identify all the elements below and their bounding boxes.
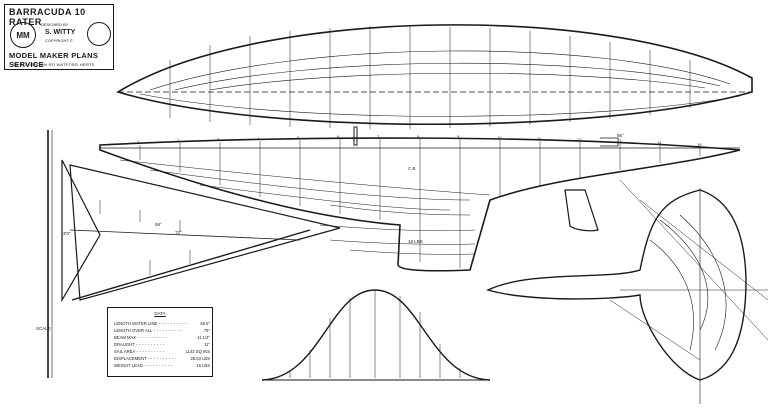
station-number: 6: [337, 134, 340, 139]
station-number: 13: [617, 138, 622, 143]
scale-note-label: SCALE: [36, 326, 51, 331]
data-row: SAIL AREA 1143 SQ INS: [114, 348, 210, 355]
company-address: 38 CLARENDON RD WATFORD HERTS: [13, 62, 95, 67]
seal-icon: [87, 22, 111, 46]
title-block: BARRACUDA 10 RATER MM DESIGNED BY S. WIT…: [4, 4, 114, 70]
data-row: DISPLACEMENT 28.63 LBS: [114, 355, 210, 362]
data-value: 11 1/2": [197, 335, 210, 340]
data-value: 50.5": [200, 321, 210, 326]
copyright-label: COPYRIGHT ©: [45, 38, 73, 43]
data-table: DATA LENGTH WATER LINE 50.5" LENGTH OVER …: [107, 307, 213, 377]
data-row: LENGTH WATER LINE 50.5": [114, 320, 210, 327]
data-rows: LENGTH WATER LINE 50.5" LENGTH OVER ALL 75…: [114, 320, 210, 369]
data-label: LENGTH OVER ALL: [114, 327, 182, 334]
station-number: 4: [257, 136, 260, 141]
station-number: 12: [577, 137, 582, 142]
station-number: 1: [137, 139, 140, 144]
station-number: 2: [177, 138, 180, 143]
mast-mark-label: 3'0": [63, 231, 71, 236]
mm-logo-icon: MM: [10, 22, 36, 48]
station-number: 8: [417, 134, 420, 139]
lead-label: 16 LBS: [408, 239, 423, 244]
sheer-note-label: 95°: [617, 133, 624, 138]
data-label: WEIGHT LEAD: [114, 362, 172, 369]
station-number: 7: [377, 134, 380, 139]
station-number: 11: [537, 136, 542, 141]
data-label: SAIL AREA: [114, 348, 165, 355]
data-value: 11": [204, 342, 210, 347]
data-row: BEAM MAX 11 1/2": [114, 334, 210, 341]
drawing-annotations: C.B 16 LBS 58° 72° 3'0" 95° SCALE: [36, 133, 624, 331]
data-value: 1143 SQ INS: [185, 349, 210, 354]
data-value: 16 LBS: [196, 363, 210, 368]
station-number: 5: [297, 135, 300, 140]
data-row: WEIGHT LEAD 16 LBS: [114, 362, 210, 369]
data-value: 75": [203, 328, 210, 333]
boom-angle-label: 72°: [175, 230, 182, 235]
sheer-plan: [99, 126, 741, 272]
station-labels: 1 2 3 4 5 6 7 8 9 10 11 12 13 14 15: [137, 134, 702, 147]
data-heading: DATA: [154, 311, 166, 316]
station-number: 14: [657, 140, 662, 145]
sail-angle-label: 58°: [155, 222, 162, 227]
sail-plan: [47, 130, 341, 378]
data-row: DRAUGHT 11": [114, 341, 210, 348]
data-row: LENGTH OVER ALL 75": [114, 327, 210, 334]
data-label: LENGTH WATER LINE: [114, 320, 187, 327]
data-label: BEAM MAX: [114, 334, 166, 341]
area-curve: [261, 289, 491, 381]
data-label: DISPLACEMENT: [114, 355, 176, 362]
cb-label: C.B: [408, 166, 416, 171]
data-value: 28.63 LBS: [190, 356, 210, 361]
company-name: MODEL MAKER PLANS SERVICE: [9, 51, 99, 69]
station-number: 9: [457, 134, 460, 139]
designer-name: S. WITTY: [45, 29, 76, 36]
half-breadth-plan: [116, 24, 753, 129]
designed-by-label: DESIGNED BY: [41, 22, 69, 27]
data-label: DRAUGHT: [114, 341, 164, 348]
body-plan: [486, 179, 768, 404]
station-number: 10: [497, 135, 502, 140]
station-number: 3: [217, 137, 220, 142]
station-number: 15: [697, 142, 702, 147]
